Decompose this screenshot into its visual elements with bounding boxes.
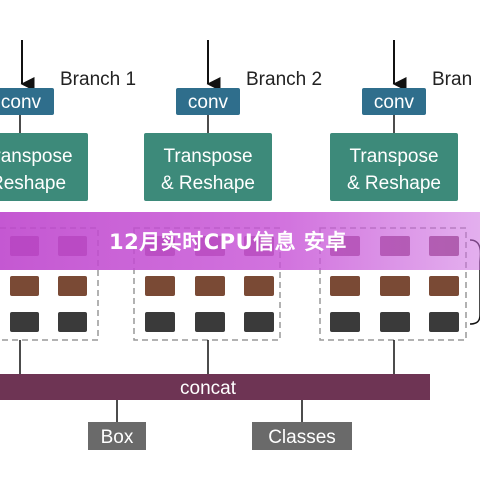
branch-1-label: Branch 1 xyxy=(60,69,136,90)
cell-3-bot-a xyxy=(330,312,360,332)
box-output-label: Box xyxy=(101,427,134,448)
branch-3: Bran conv Transpose & Reshape xyxy=(319,40,480,374)
banner-title: 12月实时CPU信息 安卓 xyxy=(109,230,347,254)
conv-box-1 xyxy=(0,88,54,115)
transpose-box-2 xyxy=(144,133,272,201)
title-banner[interactable]: 12月实时CPU信息 安卓 xyxy=(0,212,480,270)
cell-2-mid-c xyxy=(244,276,274,296)
cell-2-bot-a xyxy=(145,312,175,332)
cell-3-bot-b xyxy=(380,312,410,332)
cell-3-mid-c xyxy=(429,276,459,296)
cell-3-bot-c xyxy=(429,312,459,332)
cell-1-bot-a xyxy=(10,312,39,332)
transpose-line1-2: Transpose xyxy=(163,146,252,167)
cell-2-mid-b xyxy=(195,276,225,296)
transpose-line2-3: & Reshape xyxy=(347,173,441,194)
cell-3-mid-a xyxy=(330,276,360,296)
conv-label-2: conv xyxy=(188,92,229,113)
box-output xyxy=(88,422,146,450)
transpose-box-3 xyxy=(330,133,458,201)
branch-1: Branch 1 conv Transpose Reshape xyxy=(0,40,136,374)
branch-3-label: Bran xyxy=(432,69,472,90)
feature-grid-frame-1 xyxy=(0,227,99,341)
branch-2-label: Branch 2 xyxy=(246,69,322,90)
transpose-line1-1: Transpose xyxy=(0,146,73,167)
transpose-line2-2: & Reshape xyxy=(161,173,255,194)
conv-box-2 xyxy=(176,88,240,115)
cell-1-mid-b xyxy=(58,276,87,296)
conv-label-1: conv xyxy=(1,92,42,113)
conv-box-3 xyxy=(362,88,426,115)
cell-2-mid-a xyxy=(145,276,175,296)
classes-output xyxy=(252,422,352,450)
cell-3-mid-b xyxy=(380,276,410,296)
transpose-box-1 xyxy=(0,133,88,201)
cell-2-bot-c xyxy=(244,312,274,332)
cell-1-mid-a xyxy=(10,276,39,296)
conv-label-3: conv xyxy=(374,92,415,113)
cell-1-bot-b xyxy=(58,312,87,332)
concat-bar xyxy=(0,374,430,400)
transpose-line1-3: Transpose xyxy=(349,146,438,167)
branch-2: Branch 2 conv Transpose & Reshape xyxy=(133,40,322,374)
classes-output-label: Classes xyxy=(268,427,336,448)
cell-2-bot-b xyxy=(195,312,225,332)
transpose-line2-1: Reshape xyxy=(0,173,66,194)
concat-label: concat xyxy=(180,378,237,399)
